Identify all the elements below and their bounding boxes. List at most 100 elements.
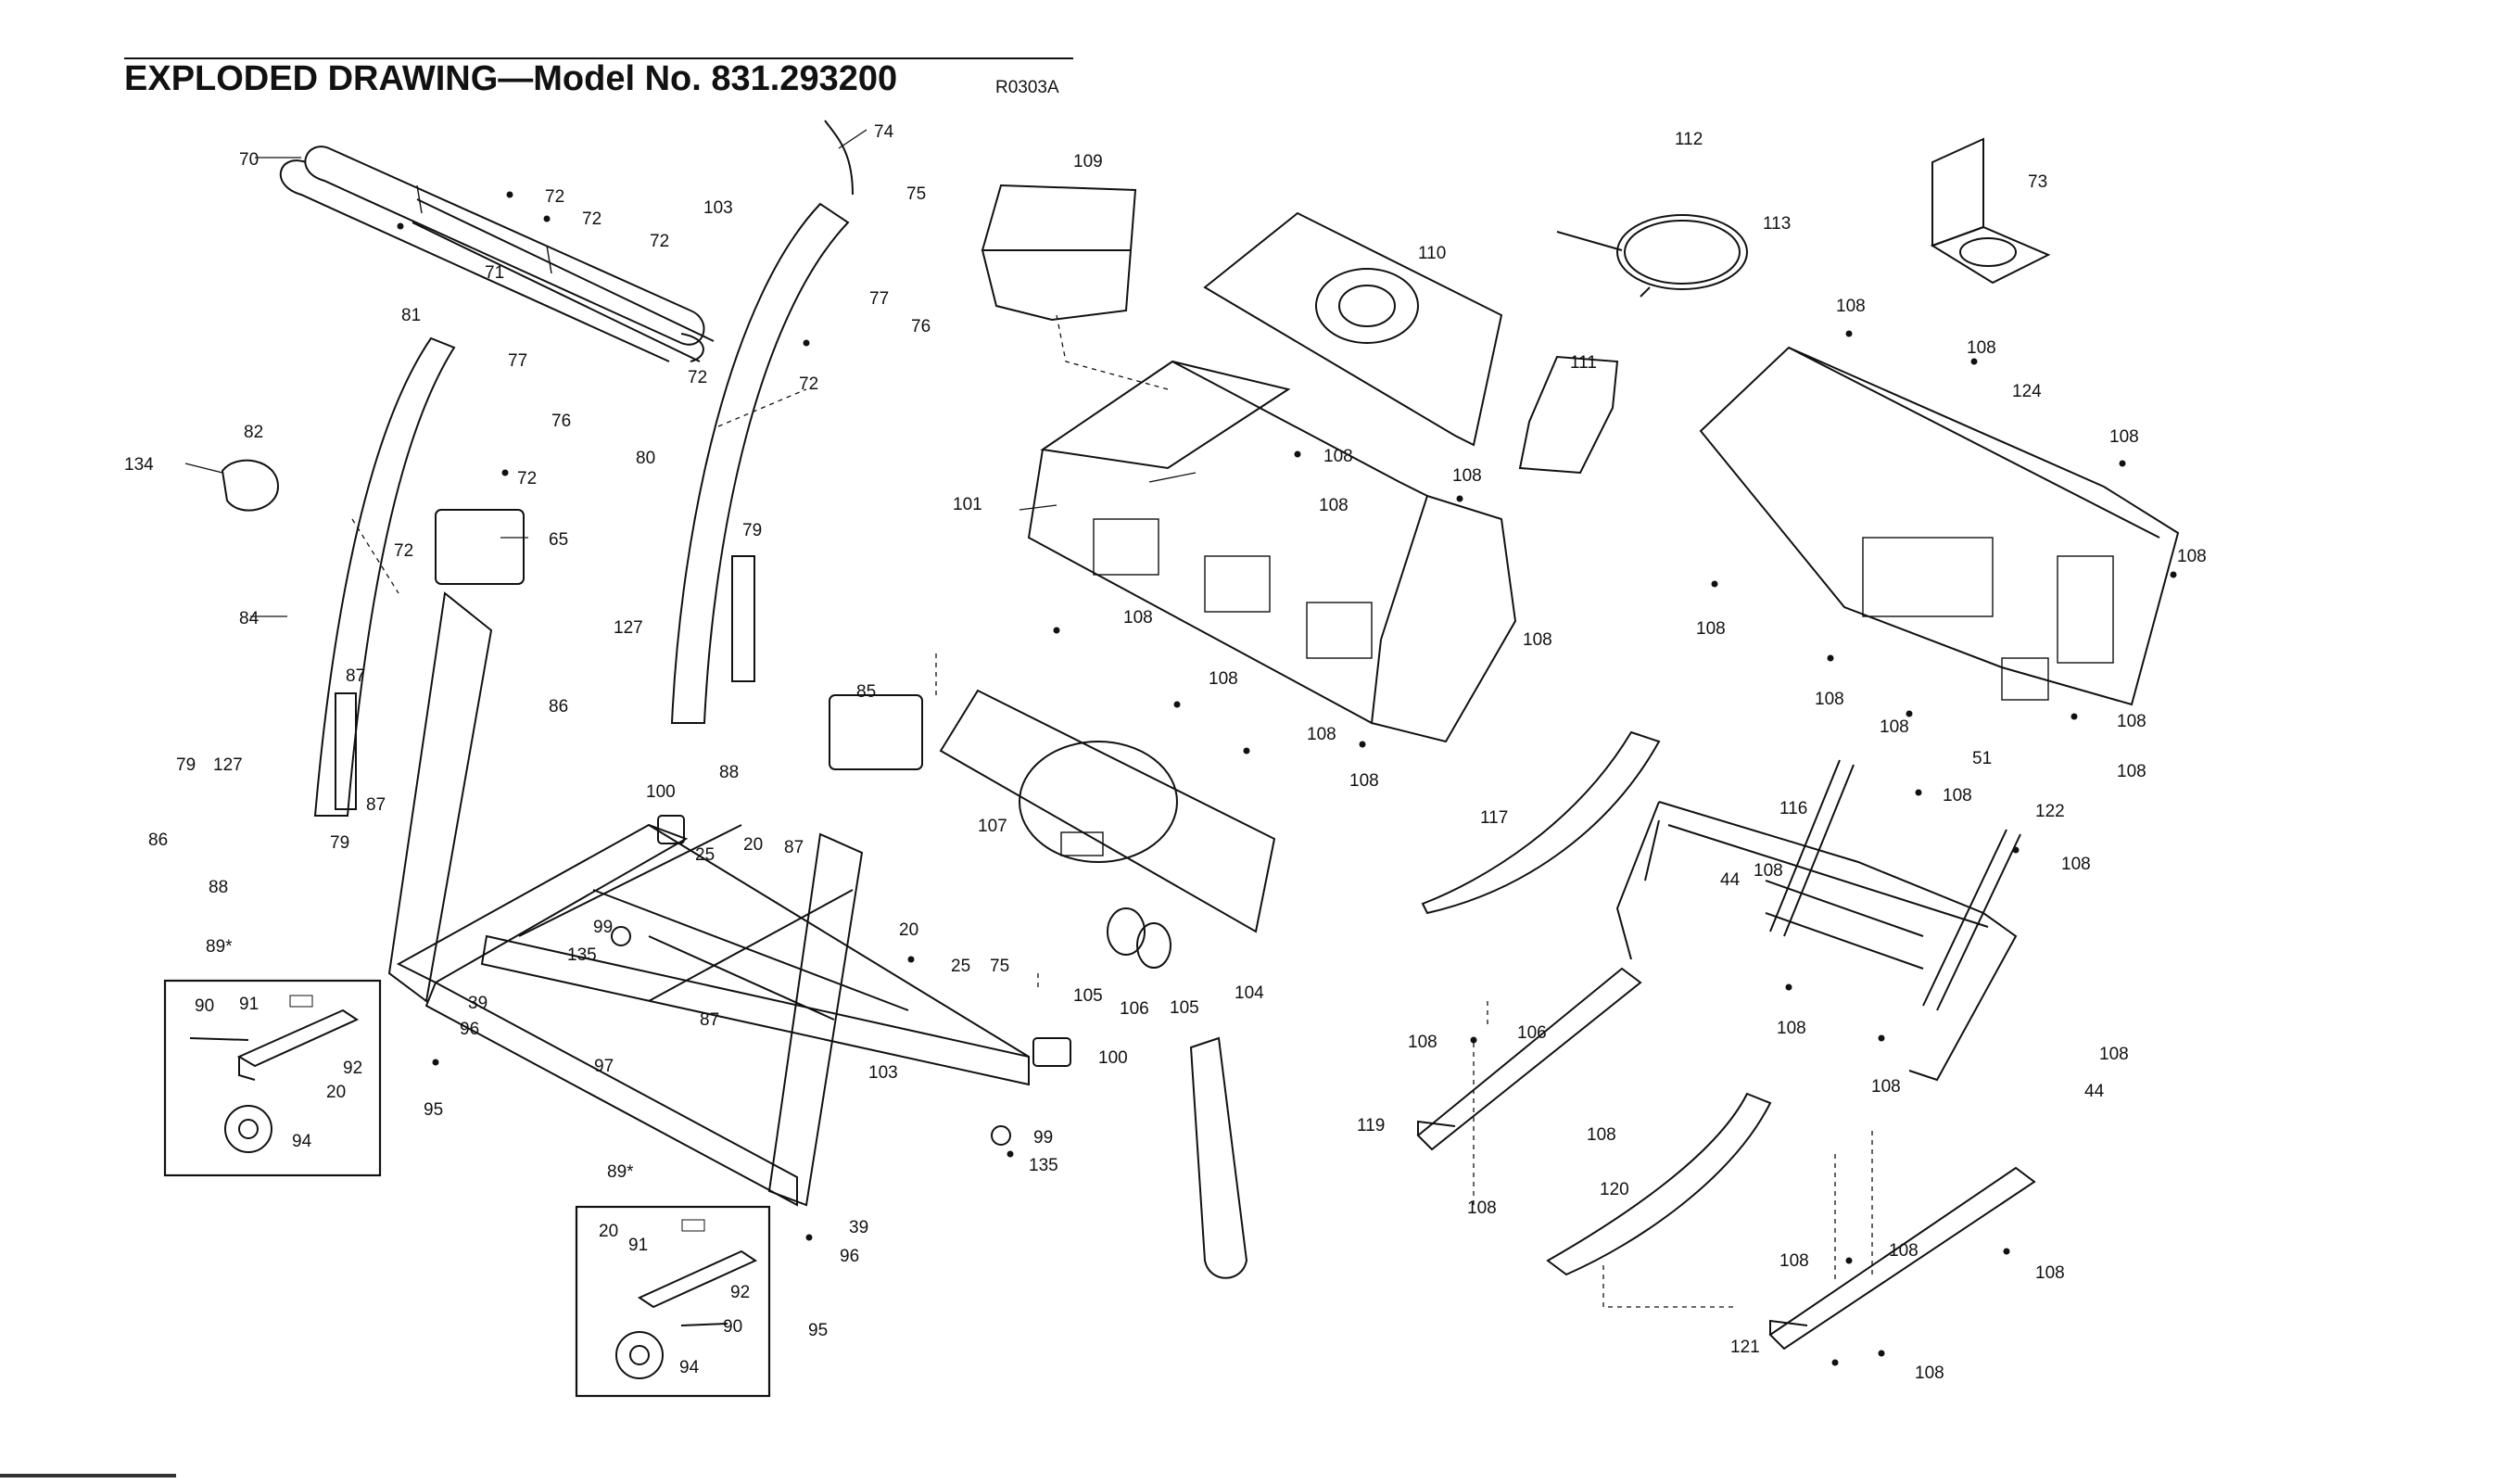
callout-97: 97 (594, 1057, 614, 1076)
callout-79: 79 (742, 521, 762, 540)
callout-86: 86 (549, 697, 568, 717)
callout-124: 124 (2012, 382, 2042, 401)
callout-92: 92 (730, 1283, 750, 1302)
callout-74: 74 (874, 122, 894, 142)
callout-103: 103 (868, 1063, 898, 1083)
callout-122: 122 (2035, 802, 2065, 821)
callout-72: 72 (394, 541, 413, 561)
callout-84: 84 (239, 609, 260, 628)
right-upright-part-80 (670, 202, 850, 724)
callout-108: 108 (1943, 786, 1972, 805)
callout-25: 25 (951, 957, 970, 976)
callout-82: 82 (244, 423, 263, 442)
callout-108: 108 (1408, 1033, 1437, 1052)
callout-92: 92 (343, 1059, 362, 1078)
foot-assembly-left (189, 995, 360, 1153)
callout-95: 95 (424, 1100, 443, 1120)
rail-part-117 (1421, 730, 1661, 915)
callout-20: 20 (899, 920, 918, 940)
callout-103: 103 (703, 198, 733, 218)
callout-76: 76 (911, 317, 931, 336)
upright-tube-right (767, 832, 864, 1207)
hardware-items (221, 120, 1071, 1146)
callout-117: 117 (1480, 808, 1508, 828)
callout-121: 121 (1730, 1338, 1760, 1357)
callout-87: 87 (346, 666, 365, 686)
callout-108: 108 (2117, 762, 2146, 781)
cable-part-112 (1556, 214, 1748, 298)
left-upright-part-84 (313, 336, 456, 817)
callout-89: 89* (607, 1162, 634, 1182)
callout-80: 80 (636, 449, 655, 468)
callout-85: 85 (856, 682, 876, 702)
callout-108: 108 (1209, 669, 1238, 689)
callout-108: 108 (1779, 1251, 1809, 1271)
callout-79: 79 (330, 833, 349, 853)
callout-20: 20 (743, 835, 763, 855)
callout-108: 108 (2099, 1045, 2129, 1064)
callout-108: 108 (1123, 608, 1153, 628)
callout-72: 72 (517, 469, 537, 488)
callout-108: 108 (2061, 855, 2091, 874)
callout-104: 104 (1235, 983, 1264, 1003)
callout-75: 75 (906, 184, 926, 204)
callout-127: 127 (213, 755, 243, 775)
callout-108: 108 (2117, 712, 2146, 731)
handrail-part-70 (279, 146, 705, 362)
callout-89: 89* (206, 937, 233, 957)
bottom-edge-mark (0, 1474, 176, 1478)
callout-72: 72 (688, 368, 707, 387)
callout-44: 44 (2084, 1082, 2105, 1101)
console-tray-part-109 (981, 184, 1137, 322)
callout-20: 20 (326, 1083, 346, 1102)
callout-110: 110 (1418, 244, 1446, 263)
foot-assembly-right (615, 1219, 758, 1379)
callout-108: 108 (1836, 297, 1866, 316)
callout-108: 108 (1307, 725, 1336, 744)
callout-72: 72 (799, 374, 818, 394)
callout-88: 88 (209, 878, 228, 897)
callout-95: 95 (808, 1321, 828, 1340)
callout-39: 39 (849, 1218, 868, 1237)
callout-120: 120 (1600, 1180, 1629, 1199)
callout-90: 90 (723, 1317, 742, 1337)
belt-part-104 (1189, 1036, 1248, 1279)
callout-108: 108 (1323, 447, 1353, 466)
callout-90: 90 (195, 996, 214, 1016)
callout-127: 127 (614, 618, 643, 638)
callout-44: 44 (1720, 870, 1741, 890)
callout-96: 96 (460, 1020, 479, 1039)
callout-107: 107 (978, 817, 1007, 836)
callout-99: 99 (593, 918, 613, 937)
callout-116: 116 (1779, 799, 1807, 818)
callout-96: 96 (840, 1247, 859, 1266)
callout-94: 94 (679, 1358, 700, 1377)
callout-79: 79 (176, 755, 196, 775)
callout-65: 65 (549, 530, 568, 550)
callout-94: 94 (292, 1132, 312, 1151)
callout-91: 91 (628, 1236, 648, 1255)
callout-100: 100 (1098, 1048, 1128, 1068)
callout-72: 72 (650, 232, 669, 251)
handrail-grip-part-71 (412, 198, 715, 362)
callout-87: 87 (784, 838, 804, 857)
callout-108: 108 (1815, 690, 1844, 709)
callout-25: 25 (695, 845, 715, 865)
callout-108: 108 (1871, 1077, 1901, 1097)
callout-108: 108 (1319, 496, 1349, 515)
callout-108: 108 (1967, 338, 1996, 358)
callout-81: 81 (401, 306, 421, 325)
callout-75: 75 (990, 957, 1009, 976)
callout-108: 108 (1889, 1241, 1918, 1261)
foot-assembly-box-right (575, 1205, 771, 1398)
callout-99: 99 (1033, 1128, 1053, 1148)
upright-tube-left (387, 591, 493, 1003)
callout-108: 108 (1349, 771, 1379, 791)
callout-108: 108 (2109, 427, 2139, 447)
callout-71: 71 (485, 263, 504, 283)
motor-cover-part-107 (939, 689, 1276, 933)
callout-134: 134 (124, 455, 154, 475)
callout-51: 51 (1972, 749, 1992, 768)
callout-101: 101 (953, 495, 982, 514)
